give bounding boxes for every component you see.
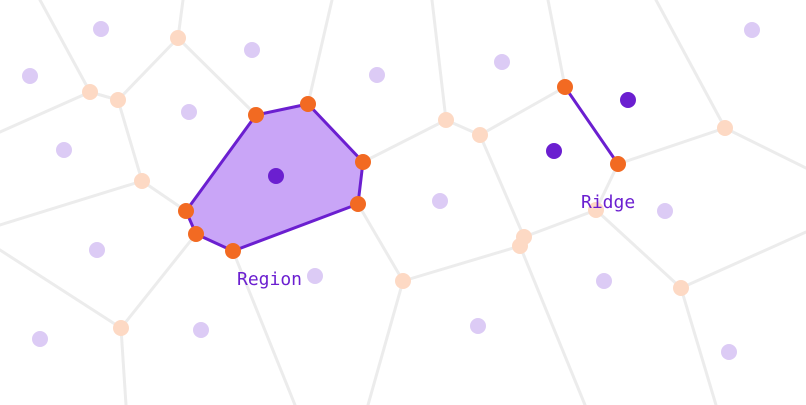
faded-vertices [82,30,733,336]
vertex [438,112,454,128]
vertex [134,173,150,189]
edge [38,0,92,94]
highlighted-sites [268,92,636,184]
edge [478,133,526,239]
edge [140,179,188,213]
vertex [113,320,129,336]
region-vertex [248,107,264,123]
edge [546,0,567,89]
edge [231,249,297,405]
edge [361,118,448,164]
edge [679,230,806,290]
edge [401,244,522,283]
edge [119,232,198,330]
edge [119,326,128,405]
site [596,273,612,289]
site [744,22,760,38]
edge [430,0,448,122]
edge [723,126,806,170]
vertex [170,30,186,46]
vertex [472,127,488,143]
vertex [395,273,411,289]
site [244,42,260,58]
highlighted-vertices [178,79,626,259]
edge [0,248,123,330]
edge [306,0,334,106]
region-vertex [178,203,194,219]
region-vertex [355,154,371,170]
edge [116,36,180,102]
site [657,203,673,219]
site [22,68,38,84]
edge [616,126,727,166]
site [56,142,72,158]
ridge-label: Ridge [581,192,635,213]
site [369,67,385,83]
site [470,318,486,334]
edge [356,202,405,283]
vertex [673,280,689,296]
site [307,268,323,284]
site [89,242,105,258]
site [721,344,737,360]
site [494,54,510,70]
edge [679,286,718,405]
vertex [82,84,98,100]
ridge-vertex [610,156,626,172]
ridge-vertex [557,79,573,95]
region-site [268,168,284,184]
vertex [588,202,604,218]
site [432,193,448,209]
edge [594,162,620,212]
edge [594,208,683,290]
edge [522,208,598,239]
region-vertex [300,96,316,112]
edge [654,0,727,130]
region-vertex [225,243,241,259]
site [193,322,209,338]
ridge-site [620,92,636,108]
edge [478,85,567,137]
edge [0,90,92,134]
vertex [110,92,126,108]
site [181,104,197,120]
edge [366,279,405,405]
faded-sites [22,21,760,360]
edge [176,36,258,117]
ridge-site [546,143,562,159]
region-label: Region [237,269,302,290]
site [93,21,109,37]
region-vertex [188,226,204,242]
highlighted-ridge [563,85,620,166]
edge [518,244,587,405]
site [32,331,48,347]
edge [116,98,144,183]
edge [0,179,144,227]
vertex [717,120,733,136]
vertex [516,229,532,245]
region-vertex [350,196,366,212]
